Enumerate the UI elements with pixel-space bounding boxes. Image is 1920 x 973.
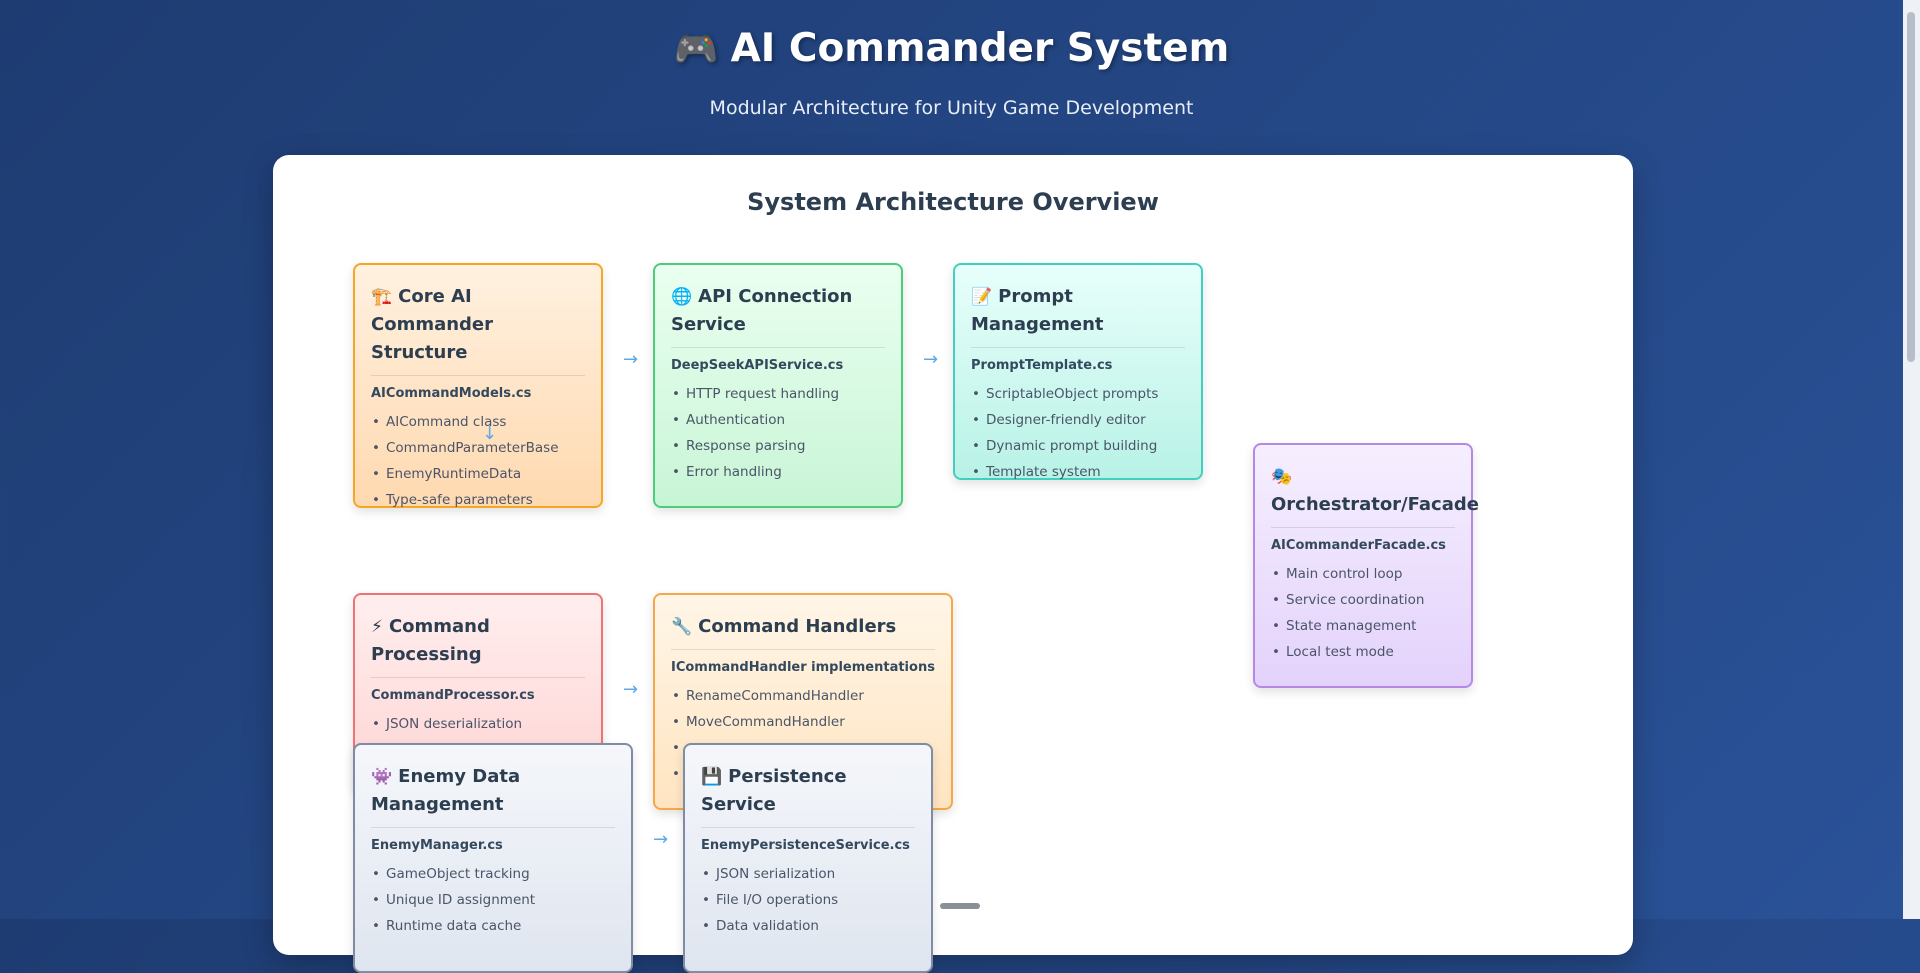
page-subtitle: Modular Architecture for Unity Game Deve… bbox=[709, 97, 1194, 119]
card-file: AICommanderFacade.cs bbox=[1271, 538, 1446, 553]
list-item: Local test mode bbox=[1272, 639, 1455, 665]
card-title-text: API Connection Service bbox=[671, 286, 853, 335]
vertical-scrollbar-thumb[interactable] bbox=[1907, 12, 1915, 362]
lightning-icon: ⚡ bbox=[371, 617, 383, 637]
card-feature-list: GameObject tracking Unique ID assignment… bbox=[371, 861, 615, 939]
card-feature-list: JSON serialization File I/O operations D… bbox=[701, 861, 915, 939]
list-item: Response parsing bbox=[672, 433, 885, 459]
card-title-text: Command Handlers bbox=[698, 616, 897, 637]
arrow-right-icon: → bbox=[623, 679, 639, 700]
card-orchestrator-facade: 🎭 Orchestrator/Facade AICommanderFacade.c… bbox=[1253, 443, 1479, 688]
floppy-disk-icon: 💾 bbox=[701, 767, 723, 787]
card-title-text: Core AI Commander Structure bbox=[371, 286, 494, 363]
list-item: CommandParameterBase bbox=[372, 435, 585, 461]
arrow-right-icon: → bbox=[653, 829, 669, 850]
card-file: ICommandHandler implementations bbox=[671, 660, 935, 675]
page-title-text: AI Commander System bbox=[730, 26, 1230, 71]
card-title-text: Command Processing bbox=[371, 616, 490, 665]
list-item: File I/O operations bbox=[702, 887, 915, 913]
list-item: JSON serialization bbox=[702, 861, 915, 887]
list-item: Error handling bbox=[672, 459, 885, 485]
card-title: 🌐API Connection Service bbox=[671, 283, 885, 348]
card-title-text: Enemy Data Management bbox=[371, 766, 521, 815]
list-item: HTTP request handling bbox=[672, 381, 885, 407]
theater-masks-icon: 🎭 bbox=[1271, 467, 1293, 487]
arrow-right-icon: → bbox=[623, 349, 639, 370]
list-item: Unique ID assignment bbox=[372, 887, 615, 913]
arrow-right-icon: → bbox=[923, 349, 939, 370]
list-item: RenameCommandHandler bbox=[672, 683, 935, 709]
list-item: Type-safe parameters bbox=[372, 487, 585, 513]
list-item: Main control loop bbox=[1272, 561, 1455, 587]
card-file: AICommandModels.cs bbox=[371, 386, 532, 401]
alien-monster-icon: 👾 bbox=[371, 767, 393, 787]
card-file: CommandProcessor.cs bbox=[371, 688, 535, 703]
list-item: ScriptableObject prompts bbox=[972, 381, 1185, 407]
panel-title: System Architecture Overview bbox=[747, 188, 1159, 216]
card-feature-list: RenameCommandHandler MoveCommandHandler bbox=[671, 683, 935, 787]
list-item: Authentication bbox=[672, 407, 885, 433]
card-title: 🎭 Orchestrator/Facade bbox=[1271, 463, 1479, 528]
list-item: EnemyRuntimeData bbox=[372, 461, 585, 487]
list-item: Designer-friendly editor bbox=[972, 407, 1185, 433]
card-file: DeepSeekAPIService.cs bbox=[671, 358, 844, 373]
card-title-text: Prompt Management bbox=[971, 286, 1104, 335]
list-item bbox=[672, 761, 935, 787]
list-item: Service coordination bbox=[1272, 587, 1455, 613]
card-title: 🏗️Core AI Commander Structure bbox=[371, 283, 585, 376]
list-item: AICommand class bbox=[372, 409, 585, 435]
globe-icon: 🌐 bbox=[671, 287, 693, 307]
card-title: 💾Persistence Service bbox=[701, 763, 915, 828]
card-feature-list: Main control loop Service coordination S… bbox=[1271, 561, 1455, 665]
card-file: EnemyPersistenceService.cs bbox=[701, 838, 910, 853]
card-title: 🔧Command Handlers bbox=[671, 613, 935, 650]
list-item bbox=[672, 735, 935, 761]
card-api-connection: 🌐API Connection Service DeepSeekAPIServi… bbox=[653, 263, 903, 508]
card-feature-list: HTTP request handling Authentication Res… bbox=[671, 381, 885, 485]
card-persistence-service: 💾Persistence Service EnemyPersistenceSer… bbox=[683, 743, 933, 973]
page-title: 🎮 AI Commander System bbox=[0, 26, 1903, 71]
construction-crane-icon: 🏗️ bbox=[371, 287, 393, 307]
card-feature-list: ScriptableObject prompts Designer-friend… bbox=[971, 381, 1185, 485]
card-core-ai-commander: 🏗️Core AI Commander Structure AICommandM… bbox=[353, 263, 603, 513]
list-item: State management bbox=[1272, 613, 1455, 639]
list-item: Dynamic prompt building bbox=[972, 433, 1185, 459]
card-title: 👾Enemy Data Management bbox=[371, 763, 615, 828]
list-item: MoveCommandHandler bbox=[672, 709, 935, 735]
card-feature-list: AICommand class CommandParameterBase Ene… bbox=[371, 409, 585, 513]
list-item: Template system bbox=[972, 459, 1185, 485]
card-title: ⚡Command Processing bbox=[371, 613, 585, 678]
list-item: GameObject tracking bbox=[372, 861, 615, 887]
card-file: EnemyManager.cs bbox=[371, 838, 503, 853]
card-title-text: Persistence Service bbox=[701, 766, 847, 815]
game-controller-icon: 🎮 bbox=[673, 29, 719, 70]
card-enemy-data-management: 👾Enemy Data Management EnemyManager.cs G… bbox=[353, 743, 633, 973]
card-prompt-management: 📝Prompt Management PromptTemplate.cs Scr… bbox=[953, 263, 1203, 485]
list-item: JSON deserialization bbox=[372, 711, 585, 737]
card-title: 📝Prompt Management bbox=[971, 283, 1185, 348]
card-file: PromptTemplate.cs bbox=[971, 358, 1113, 373]
memo-icon: 📝 bbox=[971, 287, 993, 307]
arrow-down-icon: ↓ bbox=[482, 423, 498, 444]
horizontal-scroll-indicator[interactable] bbox=[940, 903, 980, 909]
architecture-panel: System Architecture Overview 🏗️Core AI C… bbox=[273, 155, 1633, 973]
list-item: Data validation bbox=[702, 913, 915, 939]
card-title-text: Orchestrator/Facade bbox=[1271, 494, 1479, 515]
wrench-icon: 🔧 bbox=[671, 617, 693, 637]
list-item: Runtime data cache bbox=[372, 913, 615, 939]
